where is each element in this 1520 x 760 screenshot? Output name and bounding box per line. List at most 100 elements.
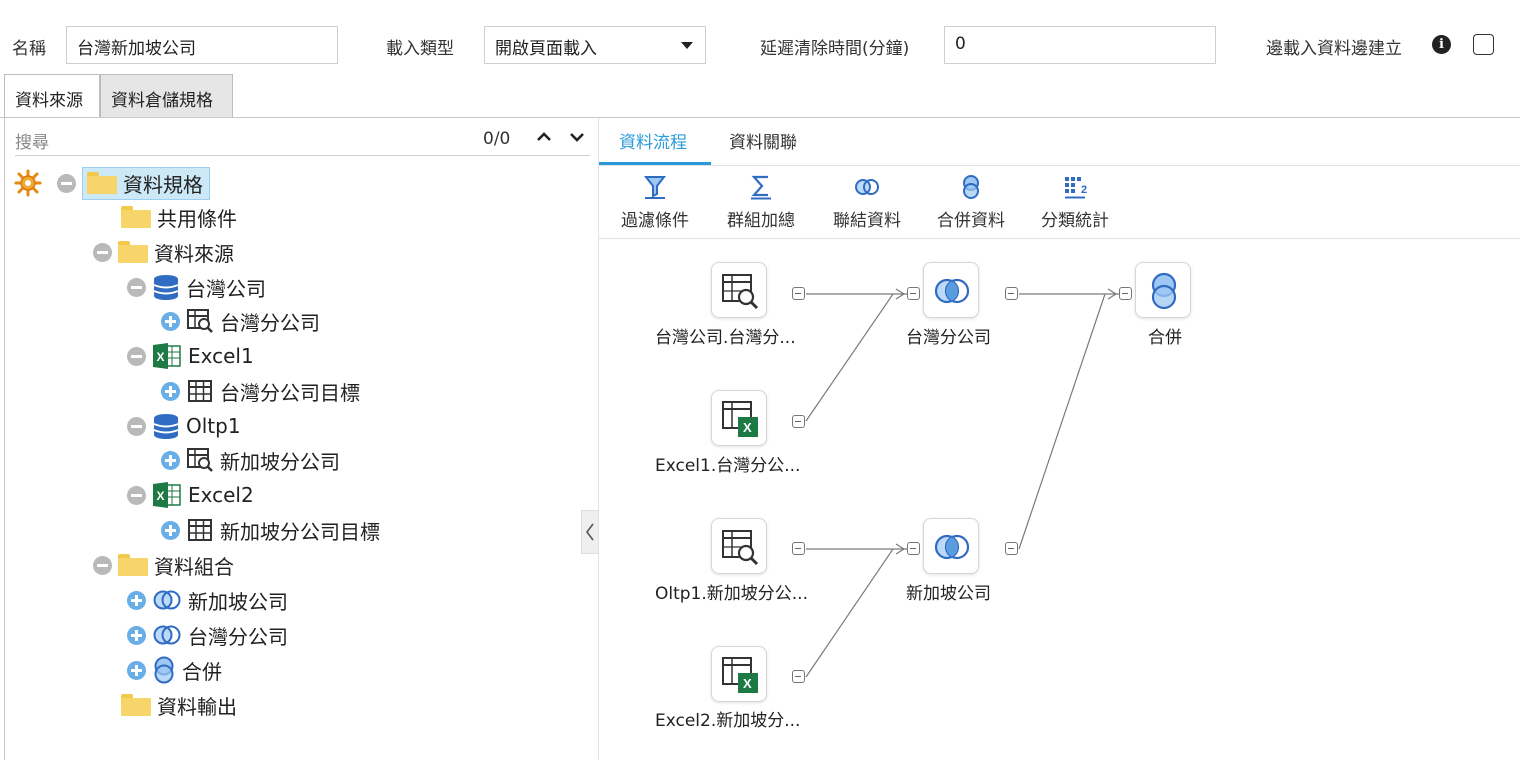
merge-button[interactable]: 合併資料 bbox=[931, 174, 1011, 231]
collapse-toggle[interactable] bbox=[127, 485, 146, 505]
toolbar-divider bbox=[599, 238, 1520, 239]
tree-item-merge[interactable]: 合併 bbox=[127, 653, 222, 687]
name-input[interactable]: 台灣新加坡公司 bbox=[66, 26, 338, 64]
flow-node-label: Excel1.台灣分公... bbox=[655, 456, 801, 476]
svg-text:2: 2 bbox=[1081, 184, 1087, 196]
flow-node-join[interactable] bbox=[923, 262, 979, 318]
join-icon bbox=[934, 534, 970, 560]
tree-root-selected[interactable]: 資料規格 bbox=[82, 166, 210, 200]
expand-toggle[interactable] bbox=[161, 311, 180, 331]
join-button[interactable]: 聯結資料 bbox=[827, 174, 907, 231]
input-port[interactable] bbox=[1119, 287, 1132, 300]
name-label: 名稱 bbox=[12, 39, 46, 59]
tree-item-excel2[interactable]: X Excel2 bbox=[127, 478, 254, 512]
tab-warehouse-spec-label: 資料倉儲規格 bbox=[111, 91, 213, 111]
collapse-toggle[interactable] bbox=[93, 242, 112, 262]
flow-node-label: 合併 bbox=[1148, 328, 1182, 348]
expand-toggle[interactable] bbox=[161, 450, 180, 470]
tree-item-singapore-branch[interactable]: 新加坡分公司 bbox=[161, 443, 340, 477]
tree-label: 新加坡公司 bbox=[188, 589, 288, 614]
tree-item-data-combination[interactable]: 資料組合 bbox=[93, 548, 234, 582]
folder-icon bbox=[118, 241, 148, 263]
tree-item-singapore-company[interactable]: 新加坡公司 bbox=[127, 583, 288, 617]
input-port[interactable] bbox=[907, 287, 920, 300]
expand-toggle[interactable] bbox=[127, 590, 146, 610]
join-icon bbox=[153, 590, 181, 610]
tab-data-source-label: 資料來源 bbox=[15, 91, 83, 111]
search-box[interactable]: 搜尋 0/0 bbox=[15, 128, 590, 156]
collapse-toggle[interactable] bbox=[57, 173, 76, 193]
group-sum-button[interactable]: 群組加總 bbox=[721, 174, 801, 231]
pivot-stats-button[interactable]: 2 分類統計 bbox=[1035, 174, 1115, 231]
table-query-icon bbox=[722, 530, 759, 566]
arrow-head bbox=[895, 288, 906, 300]
tree-item-singapore-branch-target[interactable]: 新加坡分公司目標 bbox=[161, 513, 380, 547]
tab-divider bbox=[599, 165, 1520, 166]
collapse-toggle[interactable] bbox=[127, 416, 146, 436]
tab-data-source[interactable]: 資料來源 bbox=[4, 74, 100, 117]
expand-toggle[interactable] bbox=[161, 381, 180, 401]
flow-node-query[interactable] bbox=[711, 518, 767, 574]
database-icon bbox=[153, 414, 179, 439]
flow-node-query[interactable] bbox=[711, 262, 767, 318]
table-query-icon bbox=[187, 309, 213, 333]
table-query-icon bbox=[722, 274, 759, 310]
chevron-down-icon[interactable] bbox=[570, 130, 584, 144]
expand-toggle[interactable] bbox=[127, 660, 146, 680]
collapse-toggle[interactable] bbox=[127, 277, 146, 297]
arrow-head bbox=[895, 543, 906, 555]
tree-item-taiwan-branch-join[interactable]: 台灣分公司 bbox=[127, 618, 288, 652]
load-type-select[interactable]: 開啟頁面載入 bbox=[484, 26, 706, 64]
panel-collapse-handle[interactable] bbox=[581, 510, 599, 554]
expand-toggle[interactable] bbox=[161, 520, 180, 540]
tree-item-oltp1[interactable]: Oltp1 bbox=[127, 409, 241, 443]
output-port[interactable] bbox=[792, 287, 805, 300]
flow-node-label: 台灣分公司 bbox=[906, 328, 991, 348]
incremental-checkbox[interactable] bbox=[1473, 34, 1494, 55]
output-port[interactable] bbox=[792, 670, 805, 683]
expand-toggle[interactable] bbox=[127, 625, 146, 645]
spec-gear-icon bbox=[14, 169, 42, 197]
tree-item-taiwan-branch-target[interactable]: 台灣分公司目標 bbox=[161, 374, 360, 408]
tree-item-data-output[interactable]: 資料輸出 bbox=[121, 688, 237, 722]
connector-line bbox=[805, 293, 894, 422]
flow-node-label: Excel2.新加坡分... bbox=[655, 711, 801, 731]
tree-item-taiwan-branch[interactable]: 台灣分公司 bbox=[161, 304, 320, 338]
excel-icon: X bbox=[153, 482, 181, 508]
table-icon bbox=[188, 380, 212, 402]
collapse-toggle[interactable] bbox=[127, 346, 146, 366]
flow-node-join[interactable] bbox=[923, 518, 979, 574]
tree-root[interactable]: 資料規格 bbox=[11, 166, 210, 200]
folder-icon bbox=[87, 172, 117, 194]
filter-button[interactable]: 過濾條件 bbox=[617, 174, 693, 231]
tab-data-relation[interactable]: 資料關聯 bbox=[729, 133, 797, 153]
output-port[interactable] bbox=[1005, 287, 1018, 300]
tree-label: 新加坡分公司目標 bbox=[220, 519, 380, 544]
tree-label: 資料組合 bbox=[154, 554, 234, 579]
output-port[interactable] bbox=[792, 542, 805, 555]
chevron-up-icon[interactable] bbox=[537, 130, 551, 144]
settings-bar: 名稱 台灣新加坡公司 載入類型 開啟頁面載入 延遲清除時間(分鐘) 0 邊載入資… bbox=[0, 0, 1520, 72]
flow-node-excel[interactable]: X bbox=[711, 646, 767, 702]
arrow-head bbox=[1107, 288, 1118, 300]
collapse-toggle[interactable] bbox=[93, 555, 112, 575]
info-icon[interactable]: i bbox=[1432, 35, 1451, 54]
tab-warehouse-spec[interactable]: 資料倉儲規格 bbox=[100, 74, 233, 117]
output-port[interactable] bbox=[1005, 542, 1018, 555]
svg-text:X: X bbox=[743, 420, 752, 435]
delay-input[interactable]: 0 bbox=[944, 26, 1216, 64]
search-input[interactable]: 搜尋 bbox=[15, 133, 49, 153]
merge-icon bbox=[154, 656, 174, 684]
flow-node-excel[interactable]: X bbox=[711, 390, 767, 446]
flow-canvas[interactable]: 台灣公司.台灣分... X Excel1.台灣分公... bbox=[599, 239, 1520, 760]
input-port[interactable] bbox=[907, 542, 920, 555]
chevron-down-icon bbox=[681, 42, 693, 49]
flow-node-merge[interactable] bbox=[1135, 262, 1191, 318]
tree-item-data-source[interactable]: 資料來源 bbox=[93, 235, 234, 269]
tree-item-taiwan-company[interactable]: 台灣公司 bbox=[127, 270, 266, 304]
tree-item-excel1[interactable]: X Excel1 bbox=[127, 339, 254, 373]
output-port[interactable] bbox=[792, 415, 805, 428]
tab-data-flow[interactable]: 資料流程 bbox=[619, 133, 687, 153]
tree-item-shared-conditions[interactable]: 共用條件 bbox=[121, 200, 237, 234]
incremental-label: 邊載入資料邊建立 bbox=[1266, 39, 1402, 59]
